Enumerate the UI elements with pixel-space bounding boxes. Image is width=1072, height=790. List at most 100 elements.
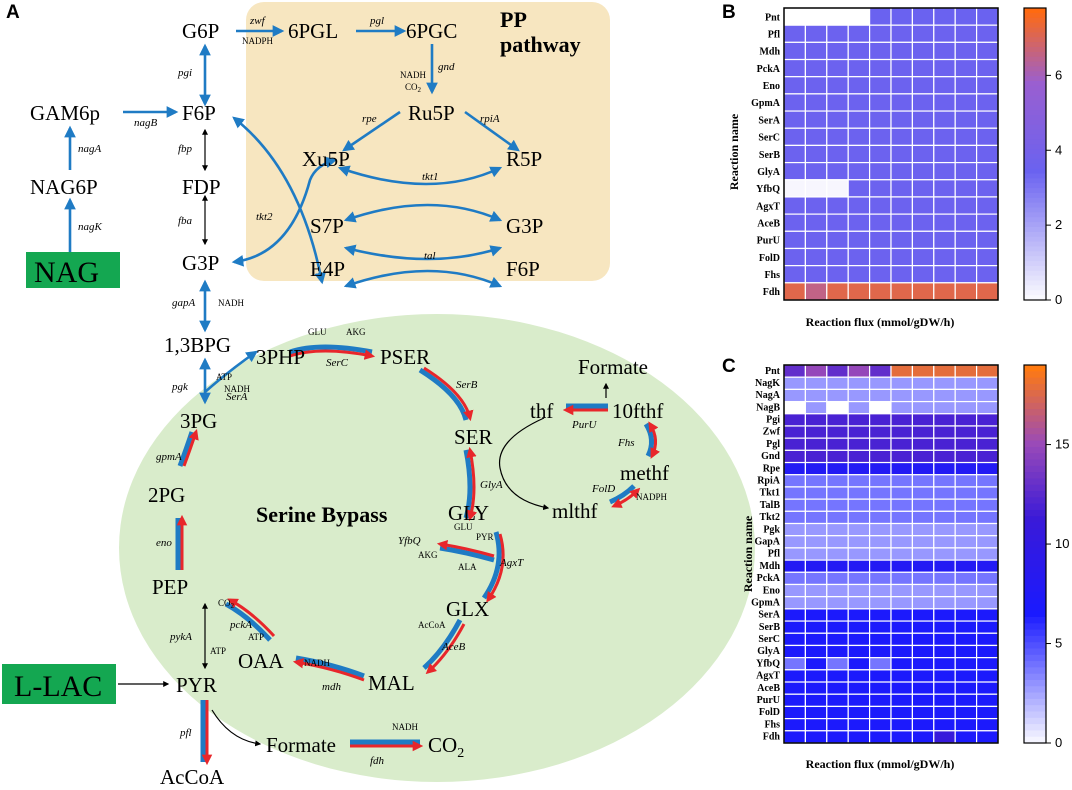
heatmap-c-cell bbox=[804, 388, 828, 403]
heatmap-c-cell bbox=[890, 657, 913, 671]
heatmap-b-row-label: Pfl bbox=[768, 30, 780, 41]
node-nag6p: NAG6P bbox=[30, 175, 98, 199]
flux-glya bbox=[463, 446, 478, 522]
heatmap-b-colorbar-step bbox=[1024, 207, 1046, 213]
heatmap-c-cell bbox=[890, 632, 913, 647]
heatmap-b-cell bbox=[826, 41, 849, 61]
heatmap-b-cell bbox=[954, 58, 978, 78]
heatmap-c-cell bbox=[911, 449, 935, 464]
enzyme-pgk: pgk bbox=[171, 381, 189, 393]
heatmap-b-colorbar-step bbox=[1024, 90, 1046, 97]
heatmap-c-cell bbox=[826, 400, 849, 415]
heatmap-c-cell bbox=[826, 388, 849, 403]
heatmap-c-row-label: GpmA bbox=[751, 597, 781, 608]
heatmap-c-cell bbox=[783, 632, 806, 647]
flux-agxt bbox=[481, 531, 505, 603]
heatmap-b-colorbar-tick-label: 4 bbox=[1055, 142, 1062, 157]
heatmap-b-cell bbox=[890, 213, 913, 232]
heatmap-c-cell bbox=[933, 376, 956, 390]
heatmap-b-cell bbox=[847, 76, 871, 95]
node-co2: CO2 bbox=[428, 733, 464, 761]
heatmap-b-cell bbox=[933, 7, 956, 26]
heatmap-c-cell bbox=[804, 425, 828, 439]
heatmap-c-cell bbox=[847, 461, 871, 476]
heatmap-c-cell bbox=[868, 681, 892, 695]
heatmap-c-cell bbox=[954, 620, 978, 634]
heatmap-c-colorbar-step bbox=[1024, 390, 1046, 398]
heatmap-c-colorbar-step bbox=[1024, 579, 1046, 587]
heatmap-b-cell bbox=[783, 179, 806, 198]
node-pep: PEP bbox=[152, 575, 188, 599]
node-ser: SER bbox=[454, 425, 493, 449]
enzyme-labels: zwf pgl gnd pgi nagB nagA nagK fbp fba t… bbox=[78, 15, 635, 767]
heatmap-c-colorbar-step bbox=[1024, 484, 1046, 492]
heatmap-c-cell bbox=[890, 547, 913, 561]
heatmap-c-cell bbox=[804, 474, 828, 488]
heatmap-c-cell bbox=[783, 547, 806, 561]
heatmap-b-cell bbox=[826, 230, 849, 250]
heatmap-c-cell bbox=[890, 522, 913, 537]
heatmap-c-cell bbox=[868, 583, 892, 598]
heatmap-b-colorbar-step bbox=[1024, 261, 1046, 267]
cofactor-accoa-aceb: AcCoA bbox=[418, 620, 446, 630]
heatmap-c-colorbar-step bbox=[1024, 623, 1046, 631]
heatmap-c-cell bbox=[911, 400, 935, 415]
cofactor-pyr-yfbq: PYR bbox=[476, 532, 494, 542]
heatmap-b-colorbar-step bbox=[1024, 144, 1046, 150]
panel-b: B PntPflMdhPckAEnoGpmASerASerCSerBGlyAYf… bbox=[722, 2, 1062, 329]
heatmap-b-ylabel: Reaction name bbox=[727, 113, 741, 190]
flux-fold bbox=[608, 484, 641, 508]
enzyme-serc: SerC bbox=[326, 357, 349, 369]
heatmap-b-cell bbox=[804, 282, 828, 301]
arrow-tkt1-b bbox=[343, 203, 503, 223]
heatmap-c-cell bbox=[911, 388, 935, 403]
heatmap-c-cell bbox=[868, 547, 892, 561]
heatmap-c-cell bbox=[868, 437, 892, 451]
heatmap-b-cell bbox=[804, 41, 828, 61]
heatmap-b-cell bbox=[826, 247, 849, 267]
heatmap-c-cell bbox=[783, 657, 806, 671]
heatmap-b-cell bbox=[890, 93, 913, 112]
heatmap-c-cell bbox=[933, 583, 956, 598]
heatmap-b-cell bbox=[868, 144, 892, 164]
cofactor-nadh-mdh: NADH bbox=[304, 658, 330, 668]
heatmap-b-cell bbox=[868, 76, 892, 95]
heatmap-c-colorbar-step bbox=[1024, 661, 1046, 668]
heatmap-b-colorbar-step bbox=[1024, 61, 1046, 67]
heatmap-c-colorbar-step bbox=[1024, 409, 1046, 416]
heatmap-b-cell bbox=[975, 76, 999, 95]
heatmap-b-row-label: YfbQ bbox=[756, 184, 780, 195]
heatmap-b-cell bbox=[847, 265, 871, 284]
heatmap-b-colorbar-step bbox=[1024, 8, 1046, 14]
panel-a: A PP pathway Serine Bypass bbox=[2, 2, 755, 789]
flux-serc bbox=[289, 344, 376, 360]
heatmap-c-cell bbox=[826, 364, 849, 378]
enzyme-serb: SerB bbox=[456, 379, 478, 391]
heatmap-c-cell bbox=[911, 718, 935, 732]
heatmap-b-colorbar-step bbox=[1024, 188, 1046, 194]
heatmap-c-cell bbox=[804, 730, 828, 744]
enzyme-nagk: nagK bbox=[78, 221, 103, 233]
heatmap-c-cell bbox=[933, 449, 956, 464]
heatmap-b-cell bbox=[804, 7, 828, 26]
heatmap-b-cell bbox=[804, 213, 828, 232]
heatmap-b-cell bbox=[911, 7, 935, 26]
heatmap-b-colorbar-step bbox=[1024, 236, 1046, 243]
heatmap-c-cell bbox=[868, 449, 892, 464]
heatmap-c-cell bbox=[847, 632, 871, 647]
heatmap-c-cell bbox=[868, 486, 892, 500]
heatmap-c-cell bbox=[954, 705, 978, 720]
heatmap-b-cell bbox=[975, 196, 999, 215]
heatmap-c-colorbar-step bbox=[1024, 604, 1046, 612]
heatmap-c-cell bbox=[868, 413, 892, 427]
heatmap-b-cell bbox=[804, 144, 828, 164]
heatmap-b-colorbar-step bbox=[1024, 51, 1046, 58]
node-gly: GLY bbox=[448, 501, 489, 525]
heatmap-b-row-label: Mdh bbox=[759, 47, 780, 58]
heatmap-c-cell bbox=[804, 486, 828, 500]
heatmap-b-cell bbox=[911, 213, 935, 232]
heatmap-c-row-label: SerA bbox=[758, 610, 780, 621]
heatmap-c-cell bbox=[847, 693, 871, 708]
node-2pg: 2PG bbox=[148, 483, 185, 507]
